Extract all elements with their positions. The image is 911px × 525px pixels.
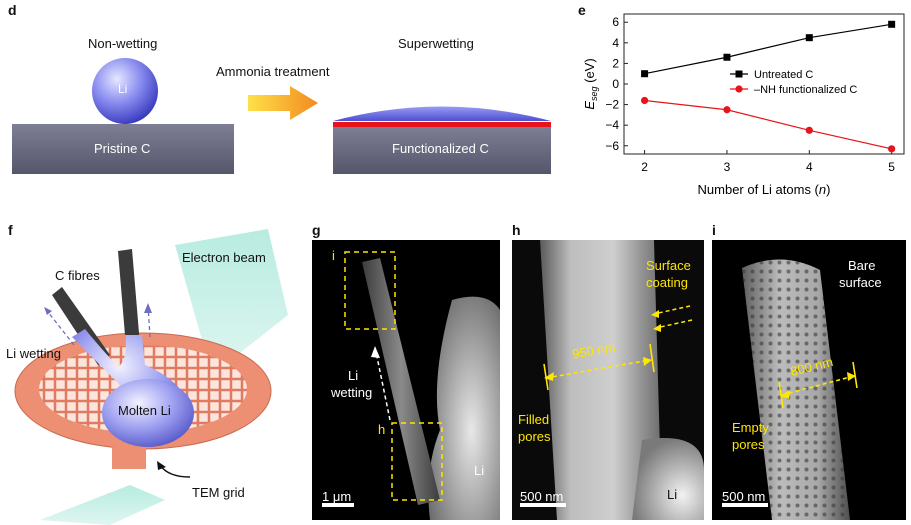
wetting-arrow-left [43,306,75,346]
li-film [333,106,551,121]
surface-coating-line2: coating [646,275,688,290]
functional-layer [333,122,551,127]
scale-bar-g [322,503,354,507]
tem-grid-label: TEM grid [192,485,245,500]
empty-pores-line1: Empty [732,420,769,435]
coating-arrow-2 [655,319,693,329]
li-droplet [92,58,158,124]
box-i-label: i [332,248,335,263]
panel-d-illustration [12,58,551,174]
x-tick-label: 2 [641,160,648,174]
y-tick-label: 6 [612,15,619,29]
y-tick-label: 4 [612,36,619,50]
filled-pores-line1: Filled [518,412,550,427]
box-h-label: h [378,422,386,437]
data-point [805,34,813,42]
y-tick-label: −6 [605,139,619,153]
panel-h-letter: h [512,222,521,238]
ammonia-treatment-label: Ammonia treatment [216,64,330,79]
panel-g-micrograph: i h Li wetting Li 1 μm [312,240,500,520]
panel-e-letter: e [578,2,586,18]
chart-series [640,20,896,153]
y-tick-label: −4 [605,118,619,132]
panel-g-letter: g [312,222,321,238]
coating-arrow-1 [653,305,691,315]
scale-bar-h [520,503,566,507]
legend-marker-functionalized [735,85,743,93]
data-point [888,145,896,153]
scale-bar-i [722,503,768,507]
legend: Untreated C –NH functionalized C [730,69,857,96]
width-arrow-i [781,375,855,396]
panel-h-micrograph: Surface coating 950 nm Filled pores Li 5… [512,240,704,520]
data-point [640,96,649,105]
pristine-c-block [12,124,234,174]
x-tick-label: 4 [806,160,813,174]
panel-d-letter: d [8,2,17,18]
scale-label-h: 500 nm [520,489,564,504]
functionalized-c-block [333,126,551,174]
data-point [805,126,813,134]
chart-e: 6 4 2 0 −2 −4 −6 2 3 4 5 Eseg (eV) Number of Li a… [582,13,905,197]
molten-li-ball [102,379,194,447]
li-blob-h [632,438,704,520]
molten-li-label: Molten Li [118,403,171,418]
surface-coating-line1: Surface [646,258,691,273]
scale-label-g: 1 μm [322,489,352,504]
li-wetting-line2: wetting [331,385,373,400]
series-line-0 [644,23,892,75]
panel-i-micrograph: Bare surface 800 nm Empty pores 500 nm [712,240,906,520]
pristine-c-label: Pristine C [94,141,151,156]
y-tick-label: 0 [612,77,619,91]
y-axis-ticks: 6 4 2 0 −2 −4 −6 [605,15,628,153]
y-axis-title-text: Eseg (eV) [582,58,599,109]
li-label-g: Li [474,463,485,478]
data-point [641,70,649,78]
carbon-fibre [362,258,440,505]
panel-f-illustration [14,229,288,525]
superwetting-label: Superwetting [398,36,474,51]
c-fibres-label: C fibres [55,268,100,283]
tem-grid-tab [112,447,146,469]
x-tick-label: 3 [724,160,731,174]
filled-pores-line2: pores [518,429,551,444]
series-line-1 [644,99,892,150]
legend-untreated: Untreated C [754,69,813,81]
li-wetting-line1: Li [348,368,359,383]
non-wetting-label: Non-wetting [88,36,158,51]
data-point [723,106,731,114]
data-point [723,53,731,61]
y-tick-label: 2 [612,56,619,70]
legend-marker-untreated [735,70,743,78]
ammonia-arrow [248,86,318,120]
y-tick-label: −2 [605,98,619,112]
li-wetting-label: Li wetting [6,346,61,361]
wetting-arrow-right [147,304,151,338]
empty-pores-line2: pores [732,437,765,452]
electron-beam-top [175,229,288,375]
electron-beam-label: Electron beam [182,250,266,265]
bare-surface-line1: Bare [848,258,876,273]
width-arrow-h [545,359,651,379]
scale-label-i: 500 nm [722,489,766,504]
panel-i-letter: i [712,222,716,238]
fibre-h [540,240,662,520]
panel-f-letter: f [8,222,13,238]
bare-surface-line2: surface [839,275,882,290]
x-axis-title: Number of Li atoms (n) [698,182,831,197]
wetting-direction-arrow [375,351,391,421]
y-axis-title: Eseg (eV) [582,58,599,109]
data-point [888,20,896,28]
x-tick-label: 5 [888,160,895,174]
electron-beam-bottom [40,485,165,525]
li-blob [428,296,500,520]
functionalized-c-label: Functionalized C [392,141,489,156]
c-fibre-right [118,249,140,347]
droplet-li-label: Li [118,82,128,96]
legend-functionalized: –NH functionalized C [754,84,857,96]
li-label-h: Li [667,487,678,502]
